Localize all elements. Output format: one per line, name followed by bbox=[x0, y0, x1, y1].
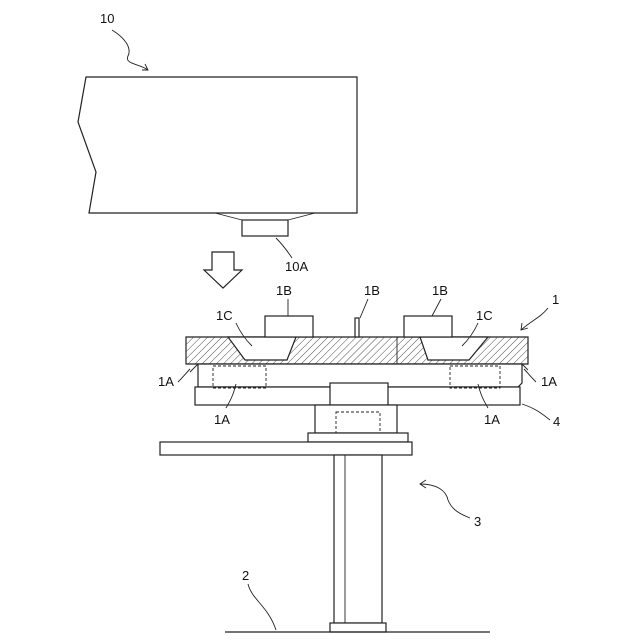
label-1a-inner-right: 1A bbox=[484, 412, 500, 427]
label-1: 1 bbox=[552, 292, 559, 307]
label-1c-left: 1C bbox=[216, 308, 233, 323]
label-4: 4 bbox=[553, 414, 560, 429]
label-1a-outer-left: 1A bbox=[158, 374, 174, 389]
label-1b-right: 1B bbox=[432, 283, 448, 298]
label-1b-left: 1B bbox=[276, 283, 292, 298]
label-1a-outer-right: 1A bbox=[541, 374, 557, 389]
stand-3 bbox=[160, 405, 412, 632]
label-1a-inner-left: 1A bbox=[214, 412, 230, 427]
down-arrow-icon bbox=[204, 252, 242, 288]
label-1b-center: 1B bbox=[364, 283, 380, 298]
label-2: 2 bbox=[242, 568, 249, 583]
device-10 bbox=[78, 77, 357, 236]
label-10: 10 bbox=[100, 11, 114, 26]
holder-4 bbox=[190, 364, 528, 405]
workpiece-1 bbox=[186, 316, 528, 364]
label-10a: 10A bbox=[285, 259, 308, 274]
label-3: 3 bbox=[474, 514, 481, 529]
label-1c-right: 1C bbox=[476, 308, 493, 323]
